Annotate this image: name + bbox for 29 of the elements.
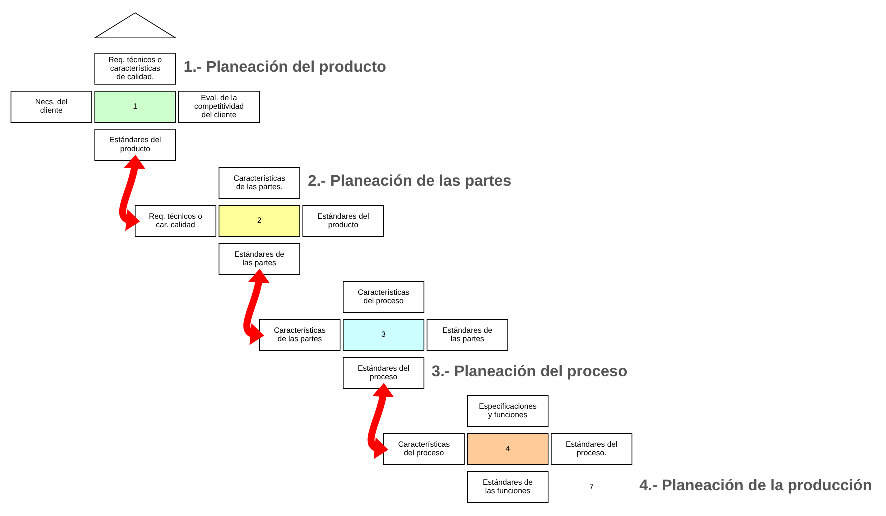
- node-box: Req. técnicos o características de calidad.: [94, 53, 176, 85]
- label: 1.- Planeación del producto: [184, 59, 387, 76]
- node-box: Eval. de la competitividad del cliente: [178, 91, 260, 123]
- node-box: Características de las partes.: [218, 167, 300, 199]
- node-box: Estándares de las partes: [218, 243, 300, 276]
- node-box: 3: [343, 319, 425, 352]
- node-box: Estándares del producto: [94, 129, 176, 161]
- label: 7: [590, 482, 594, 492]
- node-box: 2: [218, 205, 300, 238]
- node-box: Estándares del proceso.: [551, 433, 633, 466]
- arrow: [119, 154, 146, 232]
- node-box: Características de las partes: [259, 319, 341, 352]
- node-box: Req. técnicos o car. calidad: [135, 205, 217, 238]
- node-box: Necs. del cliente: [10, 91, 92, 123]
- arrow: [244, 269, 270, 346]
- label: 2.- Planeación de las partes: [308, 173, 512, 190]
- label: 3.- Planeación del proceso: [432, 363, 628, 380]
- node-box: 1: [94, 91, 176, 123]
- node-box: Estándares de las partes: [426, 319, 508, 352]
- node-box: Estándares de las funciones: [467, 471, 549, 504]
- label: 4.- Planeación de la producción: [640, 477, 872, 494]
- node-box: Características del proceso: [343, 281, 425, 314]
- node-box: Especificaciones y funciones: [467, 395, 549, 428]
- node-triangle: [94, 12, 178, 39]
- node-box: Características del proceso: [383, 433, 465, 466]
- node-box: Estándares del producto: [302, 205, 384, 238]
- node-box: 4: [467, 433, 549, 466]
- arrow: [368, 383, 394, 460]
- node-box: Estándares del proceso: [343, 357, 425, 390]
